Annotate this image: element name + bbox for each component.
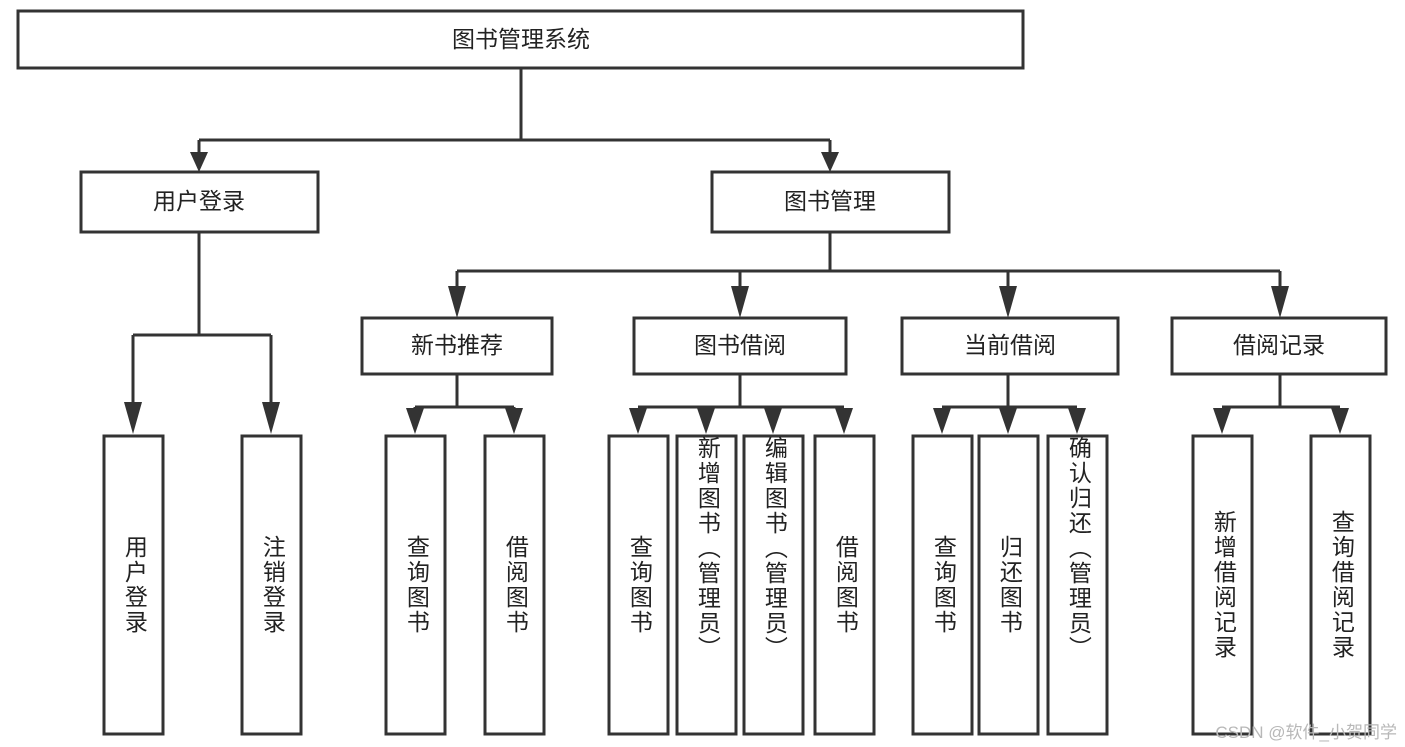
arrow-to-leaf-query-book-1	[406, 408, 424, 434]
node-book-manage[interactable]	[710, 170, 951, 234]
arrow-to-current-borrow	[999, 286, 1017, 318]
node-leaf-return-book[interactable]	[977, 434, 1040, 736]
node-user-login[interactable]	[79, 170, 320, 234]
arrow-to-leaf-return-book	[999, 408, 1017, 434]
arrow-to-leaf-borrow-book-2	[835, 408, 853, 434]
arrow-to-leaf-confirm-return	[1068, 408, 1086, 434]
arrow-to-book-borrow	[731, 286, 749, 318]
node-leaf-query-book-2[interactable]	[607, 434, 670, 736]
node-book-borrow[interactable]	[632, 316, 848, 376]
node-leaf-borrow-book-2[interactable]	[813, 434, 876, 736]
label-user-login: 用户登录	[153, 188, 245, 214]
arrow-to-leaf-logout-login	[262, 402, 280, 434]
node-leaf-user-login[interactable]	[102, 434, 165, 736]
connectors-layer	[124, 68, 1349, 434]
node-leaf-borrow-book-1[interactable]	[483, 434, 546, 736]
label-book-borrow: 图书借阅	[694, 332, 786, 358]
arrow-to-leaf-query-book-2	[629, 408, 647, 434]
boxes-layer	[16, 9, 1388, 736]
node-leaf-confirm-return[interactable]	[1046, 434, 1109, 736]
arrow-to-leaf-add-book	[697, 408, 715, 434]
node-leaf-edit-book[interactable]	[742, 434, 805, 736]
label-book-manage: 图书管理	[784, 188, 876, 214]
arrow-to-leaf-edit-book	[764, 408, 782, 434]
arrow-to-leaf-query-book-3	[933, 408, 951, 434]
horizontal-labels-layer: 图书管理系统 用户登录 图书管理 新书推荐 图书借阅 当前借阅 借阅记录	[153, 26, 1325, 358]
node-leaf-add-book[interactable]	[675, 434, 738, 736]
node-leaf-query-book-1[interactable]	[384, 434, 447, 736]
arrow-to-new-book-recommend	[448, 286, 466, 318]
arrow-to-leaf-borrow-book-1	[505, 408, 523, 434]
label-new-book-recommend: 新书推荐	[411, 332, 503, 358]
node-root[interactable]	[16, 9, 1025, 70]
arrow-to-user-login	[190, 152, 208, 172]
label-current-borrow: 当前借阅	[964, 332, 1056, 358]
arrow-to-leaf-query-record	[1331, 408, 1349, 434]
arrow-to-book-manage	[821, 152, 839, 172]
node-borrow-record[interactable]	[1170, 316, 1388, 376]
node-current-borrow[interactable]	[900, 316, 1120, 376]
node-leaf-query-record[interactable]	[1309, 434, 1372, 736]
node-new-book-recommend[interactable]	[360, 316, 554, 376]
label-borrow-record: 借阅记录	[1233, 332, 1325, 358]
node-leaf-logout-login[interactable]	[240, 434, 303, 736]
node-leaf-query-book-3[interactable]	[911, 434, 974, 736]
node-leaf-add-record[interactable]	[1191, 434, 1254, 736]
label-root: 图书管理系统	[452, 26, 590, 52]
arrow-to-leaf-add-record	[1213, 408, 1231, 434]
arrow-to-leaf-user-login	[124, 402, 142, 434]
arrow-to-borrow-record	[1271, 286, 1289, 318]
